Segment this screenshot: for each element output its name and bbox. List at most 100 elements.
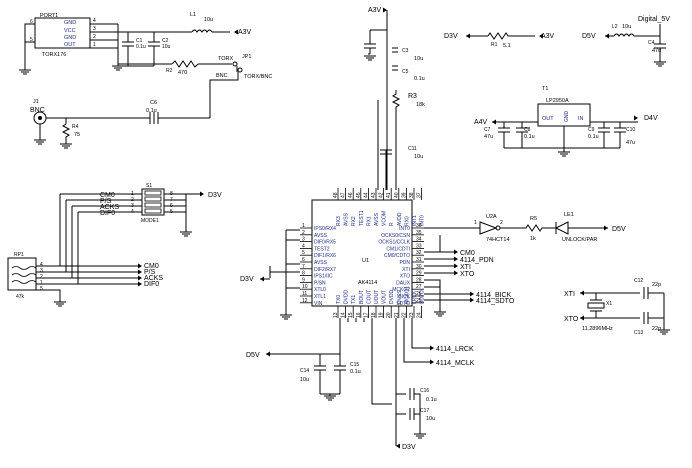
u1-pin-number: 35 [416,230,422,236]
u1-pin-name: XTO [400,274,410,280]
u1-pin-name: RX3 [336,216,342,226]
r2-jp1-selector: R2 470 TORX JP1 TORX/BNC BNC [117,48,272,118]
u1-pin-number: 9 [302,277,305,283]
u1-pin-number: 15 [348,312,354,318]
u1-pin-name: MCKO2 [392,287,410,293]
svg-text:22p: 22p [652,326,661,332]
svg-text:RP1: RP1 [14,252,24,258]
u1-pin-number: 11 [302,291,307,297]
svg-text:2: 2 [500,220,503,226]
u1-pin-name: DVSS [397,290,403,304]
u1-pin-number: 17 [363,312,369,318]
svg-text:LE1: LE1 [564,212,574,218]
u1-pin-name: PDN [399,260,410,266]
u1-pin-number: 36 [416,223,422,229]
u1-pin-number: 27 [416,284,422,290]
svg-text:4114_MCLK: 4114_MCLK [436,360,475,367]
svg-text:IN: IN [578,116,584,122]
inductor-l1: L1 10u A3V [118,12,252,36]
svg-text:47u: 47u [652,48,661,54]
u1-pin-number: 40 [394,192,400,198]
u1-pin-name: OCKS1/CCLK [378,240,410,246]
u1-pin-name: VIN [314,301,323,307]
u1-pin-number: 25 [416,298,422,304]
svg-text:4114_LRCK: 4114_LRCK [436,346,474,353]
u1-pin-number: 18 [371,312,377,318]
u1-pin-name: BICK [398,294,410,300]
u1-pin-number: 41 [386,192,392,198]
svg-text:C5: C5 [402,69,409,75]
u1-pin-name: LRCK [412,290,418,304]
svg-text:TORX: TORX [218,56,234,62]
svg-text:5: 5 [40,286,43,292]
u1-pin-name: INT0 [399,226,410,232]
svg-text:XTO: XTO [564,316,579,323]
svg-text:6: 6 [30,19,33,25]
svg-text:GND: GND [64,35,76,41]
svg-text:MODE1: MODE1 [141,218,159,224]
svg-text:P/S: P/S [144,269,156,276]
u1-pin-name: BOUT [359,290,365,304]
net-a4v: A4V [474,119,488,126]
u1-pin-name: TX1 [351,295,357,304]
u1-pin-number: 46 [348,192,354,198]
svg-text:10u: 10u [300,377,309,383]
svg-text:S1: S1 [146,183,152,189]
svg-text:1k: 1k [530,236,536,242]
u1-pin-name: TEST2 [314,246,330,252]
svg-text:3: 3 [93,26,96,32]
u1-pin-number: 37 [417,192,423,198]
c1-c2-decoupling: C1 0.1u C2 10u [111,24,171,71]
svg-text:CM0: CM0 [460,250,475,257]
svg-text:CM0: CM0 [144,263,159,270]
u1-pin-name: DVDD [389,289,395,304]
int0-led-chain: U2A 1 2 74HCT14 R5 1k LE1 UNLOCK/PAR D5V [424,212,626,243]
port1-ref: PORT1 [40,13,58,19]
u1-pin-number: 20 [386,312,392,318]
u1-pin-number: 21 [394,312,400,318]
svg-text:C11: C11 [408,146,417,152]
u1-pin-name: MCKO1 [404,286,410,304]
svg-text:XTI: XTI [460,264,471,271]
l2-digital-5v: D5V L2 10u Digital_5V C4 47u [582,16,670,67]
svg-text:22p: 22p [652,282,661,288]
u1-pin-number: 22 [401,312,407,318]
u1-pin-name: RX0 [404,216,410,226]
svg-text:C2: C2 [162,38,169,44]
svg-text:C15: C15 [350,362,359,368]
u1-pin-number: 42 [379,192,385,198]
u1-pin-number: 13 [333,312,339,318]
u1-pin-number: 29 [416,271,422,277]
u1-pin-number: 6 [302,257,305,263]
svg-text:C8: C8 [524,127,531,133]
u1-pin-number: 16 [356,312,362,318]
u1-pin-name: TX0 [336,295,342,304]
net-a3v-r1: A3V [541,33,555,40]
u1-pin-number: 12 [302,298,308,304]
u1-pin-name: AVSS [374,212,380,226]
svg-text:J1: J1 [33,99,39,105]
net-a3v-l1: A3V [238,29,252,36]
svg-text:C6: C6 [150,100,157,106]
svg-text:C12: C12 [634,278,643,284]
u1-pin-name: RX1 [366,216,372,226]
port1-part: TORX176 [42,52,66,58]
svg-text:10u: 10u [414,154,423,160]
lrck-mclk-nets: 4114_LRCK 4114_MCLK [403,318,475,367]
svg-text:47k: 47k [16,294,25,300]
svg-text:C17: C17 [420,408,429,414]
svg-text:47u: 47u [484,134,493,140]
u1-pin-name: AVSS [314,260,328,266]
svg-text:ACKS: ACKS [144,275,163,282]
svg-text:L2: L2 [612,24,618,30]
u1-pin-name: AVSS [344,212,350,226]
svg-text:AK4114: AK4114 [358,280,377,286]
u1-pin-number: 38 [409,192,415,198]
svg-text:C1: C1 [136,38,143,44]
u1-pin-number: 1 [302,223,305,229]
net-d5v-led: D5V [612,226,626,233]
u1-pin-name: SDTO [420,290,426,304]
svg-text:UNLOCK/PAR: UNLOCK/PAR [562,237,597,243]
net-digital-5v: Digital_5V [638,16,670,23]
svg-text:2: 2 [40,274,43,280]
